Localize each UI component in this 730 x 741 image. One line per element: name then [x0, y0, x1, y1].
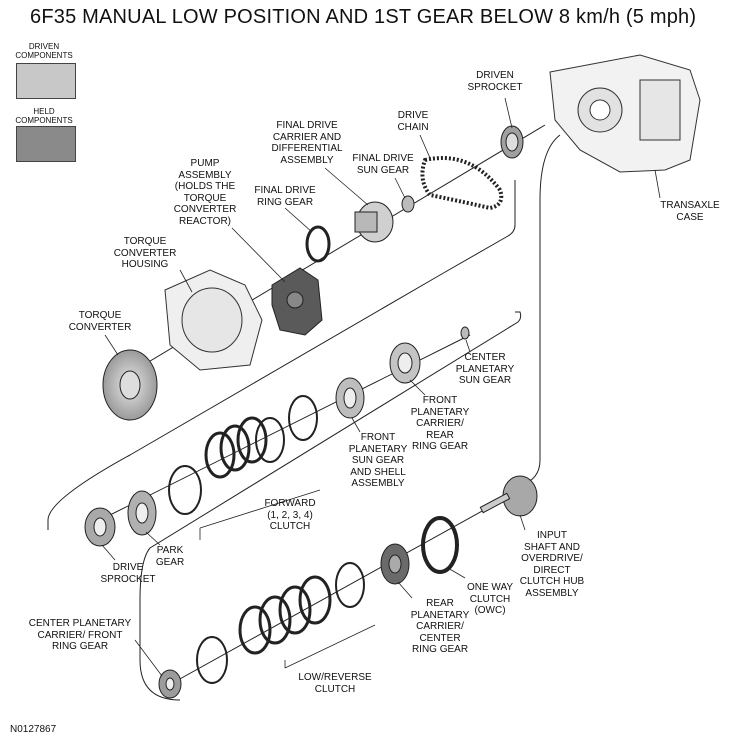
label-torque-converter-housing: TORQUE CONVERTER HOUSING — [113, 236, 177, 270]
one-way-clutch — [421, 516, 459, 574]
page-title: 6F35 MANUAL LOW POSITION AND 1ST GEAR BE… — [30, 6, 697, 28]
legend-held-label: HELD COMPONENTS — [15, 107, 73, 125]
center-planetary-sun-gear — [460, 326, 470, 340]
label-pump-assembly: PUMP ASSEMBLY (HOLDS THE TORQUE CONVERTE… — [173, 158, 237, 227]
legend-driven-swatch — [16, 63, 76, 99]
front-planetary-sun-gear-shell — [335, 377, 365, 419]
label-center-planetary-sun-gear: CENTER PLANETARY SUN GEAR — [455, 352, 515, 386]
reference-number: N0127867 — [10, 724, 57, 735]
lower-axis-line — [159, 489, 521, 691]
transaxle-case — [549, 54, 701, 173]
driven-sprocket — [500, 125, 524, 159]
label-torque-converter: TORQUE CONVERTER — [68, 310, 132, 333]
connector-upper — [47, 180, 516, 530]
front-planetary-carrier — [389, 342, 421, 384]
input-shaft-assembly — [479, 475, 538, 517]
label-one-way-clutch: ONE WAY CLUTCH (OWC) — [466, 582, 514, 616]
label-rear-planetary-carrier: REAR PLANETARY CARRIER/ CENTER RING GEAR — [410, 598, 470, 655]
torque-converter-housing — [164, 269, 263, 371]
label-driven-sprocket-top: DRIVEN SPROCKET — [467, 70, 523, 93]
legend-driven-label: DRIVEN COMPONENTS — [15, 42, 73, 60]
park-gear — [127, 490, 157, 536]
forward-clutch-plates — [168, 395, 318, 515]
final-drive-sun-gear — [401, 195, 415, 213]
label-low-reverse-clutch: LOW/REVERSE CLUTCH — [298, 672, 372, 695]
label-drive-sprocket: DRIVE SPROCKET — [100, 562, 156, 585]
pump-assembly — [271, 267, 323, 336]
leader-lines — [101, 97, 661, 677]
label-front-planetary-carrier: FRONT PLANETARY CARRIER/ REAR RING GEAR — [410, 395, 470, 452]
rear-planetary-carrier — [380, 543, 410, 585]
label-final-drive-ring-gear: FINAL DRIVE RING GEAR — [254, 185, 316, 208]
label-transaxle-case: TRANSAXLE CASE — [660, 200, 720, 223]
drive-sprocket — [84, 507, 116, 547]
drive-chain — [420, 156, 504, 211]
label-center-planetary-carrier: CENTER PLANETARY CARRIER/ FRONT RING GEA… — [28, 618, 132, 652]
legend-held-swatch — [16, 126, 76, 162]
label-forward-clutch: FORWARD (1, 2, 3, 4) CLUTCH — [264, 498, 316, 532]
label-park-gear: PARK GEAR — [155, 545, 185, 568]
final-drive-ring-gear — [305, 225, 331, 263]
connector-right — [519, 134, 561, 486]
label-drive-chain: DRIVE CHAIN — [397, 110, 429, 133]
connector-lower — [139, 311, 522, 701]
final-drive-carrier — [354, 201, 394, 243]
torque-converter — [102, 349, 158, 421]
label-input-shaft: INPUT SHAFT AND OVERDRIVE/ DIRECT CLUTCH… — [519, 530, 585, 599]
low-reverse-clutch-plates — [196, 562, 365, 684]
label-final-drive-sun-gear: FINAL DRIVE SUN GEAR — [352, 153, 414, 176]
center-planetary-carrier — [158, 669, 182, 699]
label-final-drive-carrier: FINAL DRIVE CARRIER AND DIFFERENTIAL ASS… — [271, 120, 343, 166]
label-front-planetary-sun-gear: FRONT PLANETARY SUN GEAR AND SHELL ASSEM… — [348, 432, 408, 489]
